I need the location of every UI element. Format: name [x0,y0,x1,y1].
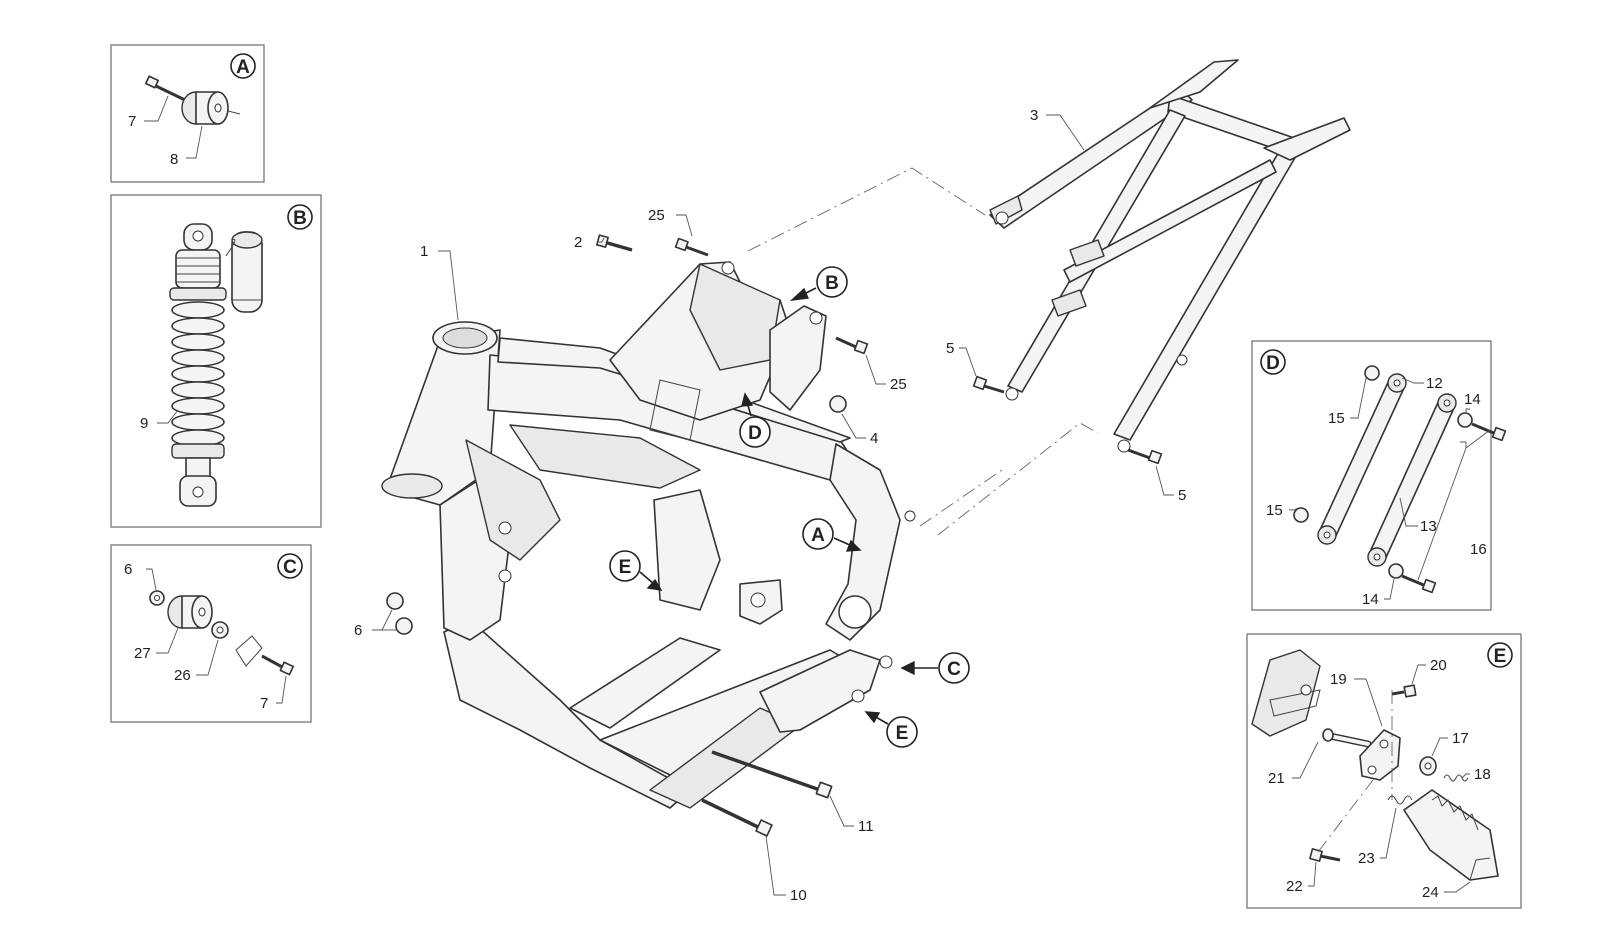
washer-part [1388,563,1404,579]
bolt-part [261,654,295,676]
callout-14: 14 [1464,391,1481,408]
frame-fragment [1251,649,1321,737]
frame-cross-members [509,424,916,703]
washer-part [1457,412,1473,428]
nut-part [149,590,165,606]
detail-panel-e: E [1246,633,1522,909]
nut-part [1364,365,1380,381]
callout-22: 22 [1286,878,1303,895]
marker-d: D [739,392,771,448]
callout-19: 19 [1330,671,1347,688]
callout-18: 18 [1474,766,1491,783]
callout-25: 25 [890,376,907,393]
panel-b-letter: B [293,208,307,229]
callout-4: 4 [870,430,878,447]
bushing-part [167,595,213,629]
callout-14: 14 [1362,591,1379,608]
callout-26: 26 [174,667,191,684]
nut-part [1293,507,1309,523]
pivot-pin-part [1322,728,1372,748]
main-bolt-25-top [674,237,709,257]
marker-c: C [900,652,970,684]
callout-23: 23 [1358,850,1375,867]
marker-e-lower: E [864,711,918,748]
svg-text:A: A [811,525,825,546]
marker-b: B [789,266,848,301]
link-rod-part [1367,393,1457,567]
frame-down-tube [439,439,561,641]
svg-text:B: B [825,273,839,294]
callout-12: 12 [1426,375,1443,392]
panel-e-letter: E [1494,646,1507,667]
detail-panel-b: B [110,194,322,528]
callout-6: 6 [354,622,362,639]
callout-5: 5 [946,340,954,357]
frame-lower-cradle [443,619,881,809]
callout-7: 7 [260,695,268,712]
panel-d-letter: D [1266,353,1280,374]
washer-part [211,621,229,639]
svg-text:E: E [619,557,632,578]
panel-c-letter: C [283,557,297,578]
callout-25: 25 [648,207,665,224]
footpeg-bracket-part [1359,729,1401,781]
marker-a: A [802,518,862,552]
svg-text:D: D [748,423,762,444]
link-rod-part [1317,373,1407,545]
rear-subframe [989,59,1351,453]
panel-c-badge [277,553,303,579]
panel-a-badge [230,53,256,79]
bushing-part [181,91,241,125]
callout-15: 15 [1328,410,1345,427]
detail-panel-d: D 1 [1251,340,1507,611]
frame-shock-mount [609,261,827,441]
callout-1: 1 [420,243,428,260]
callout-13: 13 [1420,518,1437,535]
callout-20: 20 [1430,657,1447,674]
callout-9: 9 [140,415,148,432]
footpeg-part [1403,789,1499,881]
marker-e-upper: E [609,550,663,591]
callout-10: 10 [790,887,807,904]
bolt-part [1309,848,1341,862]
detail-panel-a: A 7 8 [110,44,265,183]
rear-shock-absorber-part [169,223,263,507]
panel-a-letter: A [236,57,250,78]
spring-part [1443,774,1469,782]
bolt-part [1401,574,1437,594]
callout-2: 2 [574,234,582,251]
callout-15: 15 [1266,502,1283,519]
subframe-bolt-5-upper [972,375,1005,394]
main-bolt-25-side [835,336,869,355]
panel-e-badge [1487,642,1513,668]
subframe-bolt-5-lower [1127,448,1163,465]
main-bolt-2 [596,234,633,252]
main-nuts-6 [386,592,413,635]
callout-5: 5 [1178,487,1186,504]
callout-24: 24 [1422,884,1439,901]
callout-27: 27 [134,645,151,662]
callout-21: 21 [1268,770,1285,787]
main-nut-4 [829,395,847,413]
main-bolt-11 [711,750,833,799]
panel-b-badge [287,204,313,230]
callout-17: 17 [1452,730,1469,747]
callout-7: 7 [128,113,136,130]
callout-3: 3 [1030,107,1038,124]
bolt-part [1391,684,1417,698]
bolt-part [144,75,186,102]
bolt-part [1471,422,1507,442]
callout-8: 8 [170,151,178,168]
callout-16: 16 [1470,541,1487,558]
callout-11: 11 [858,818,874,835]
svg-text:C: C [947,659,961,680]
svg-text:E: E [896,723,909,744]
callout-6: 6 [124,561,132,578]
panel-d-badge [1260,349,1286,375]
detail-panel-c: C 6 27 26 7 [110,544,312,723]
main-bolt-10 [701,798,773,837]
main-frame-assembly: 25 2 1 25 4 3 5 5 6 11 10 B D [354,59,1351,904]
